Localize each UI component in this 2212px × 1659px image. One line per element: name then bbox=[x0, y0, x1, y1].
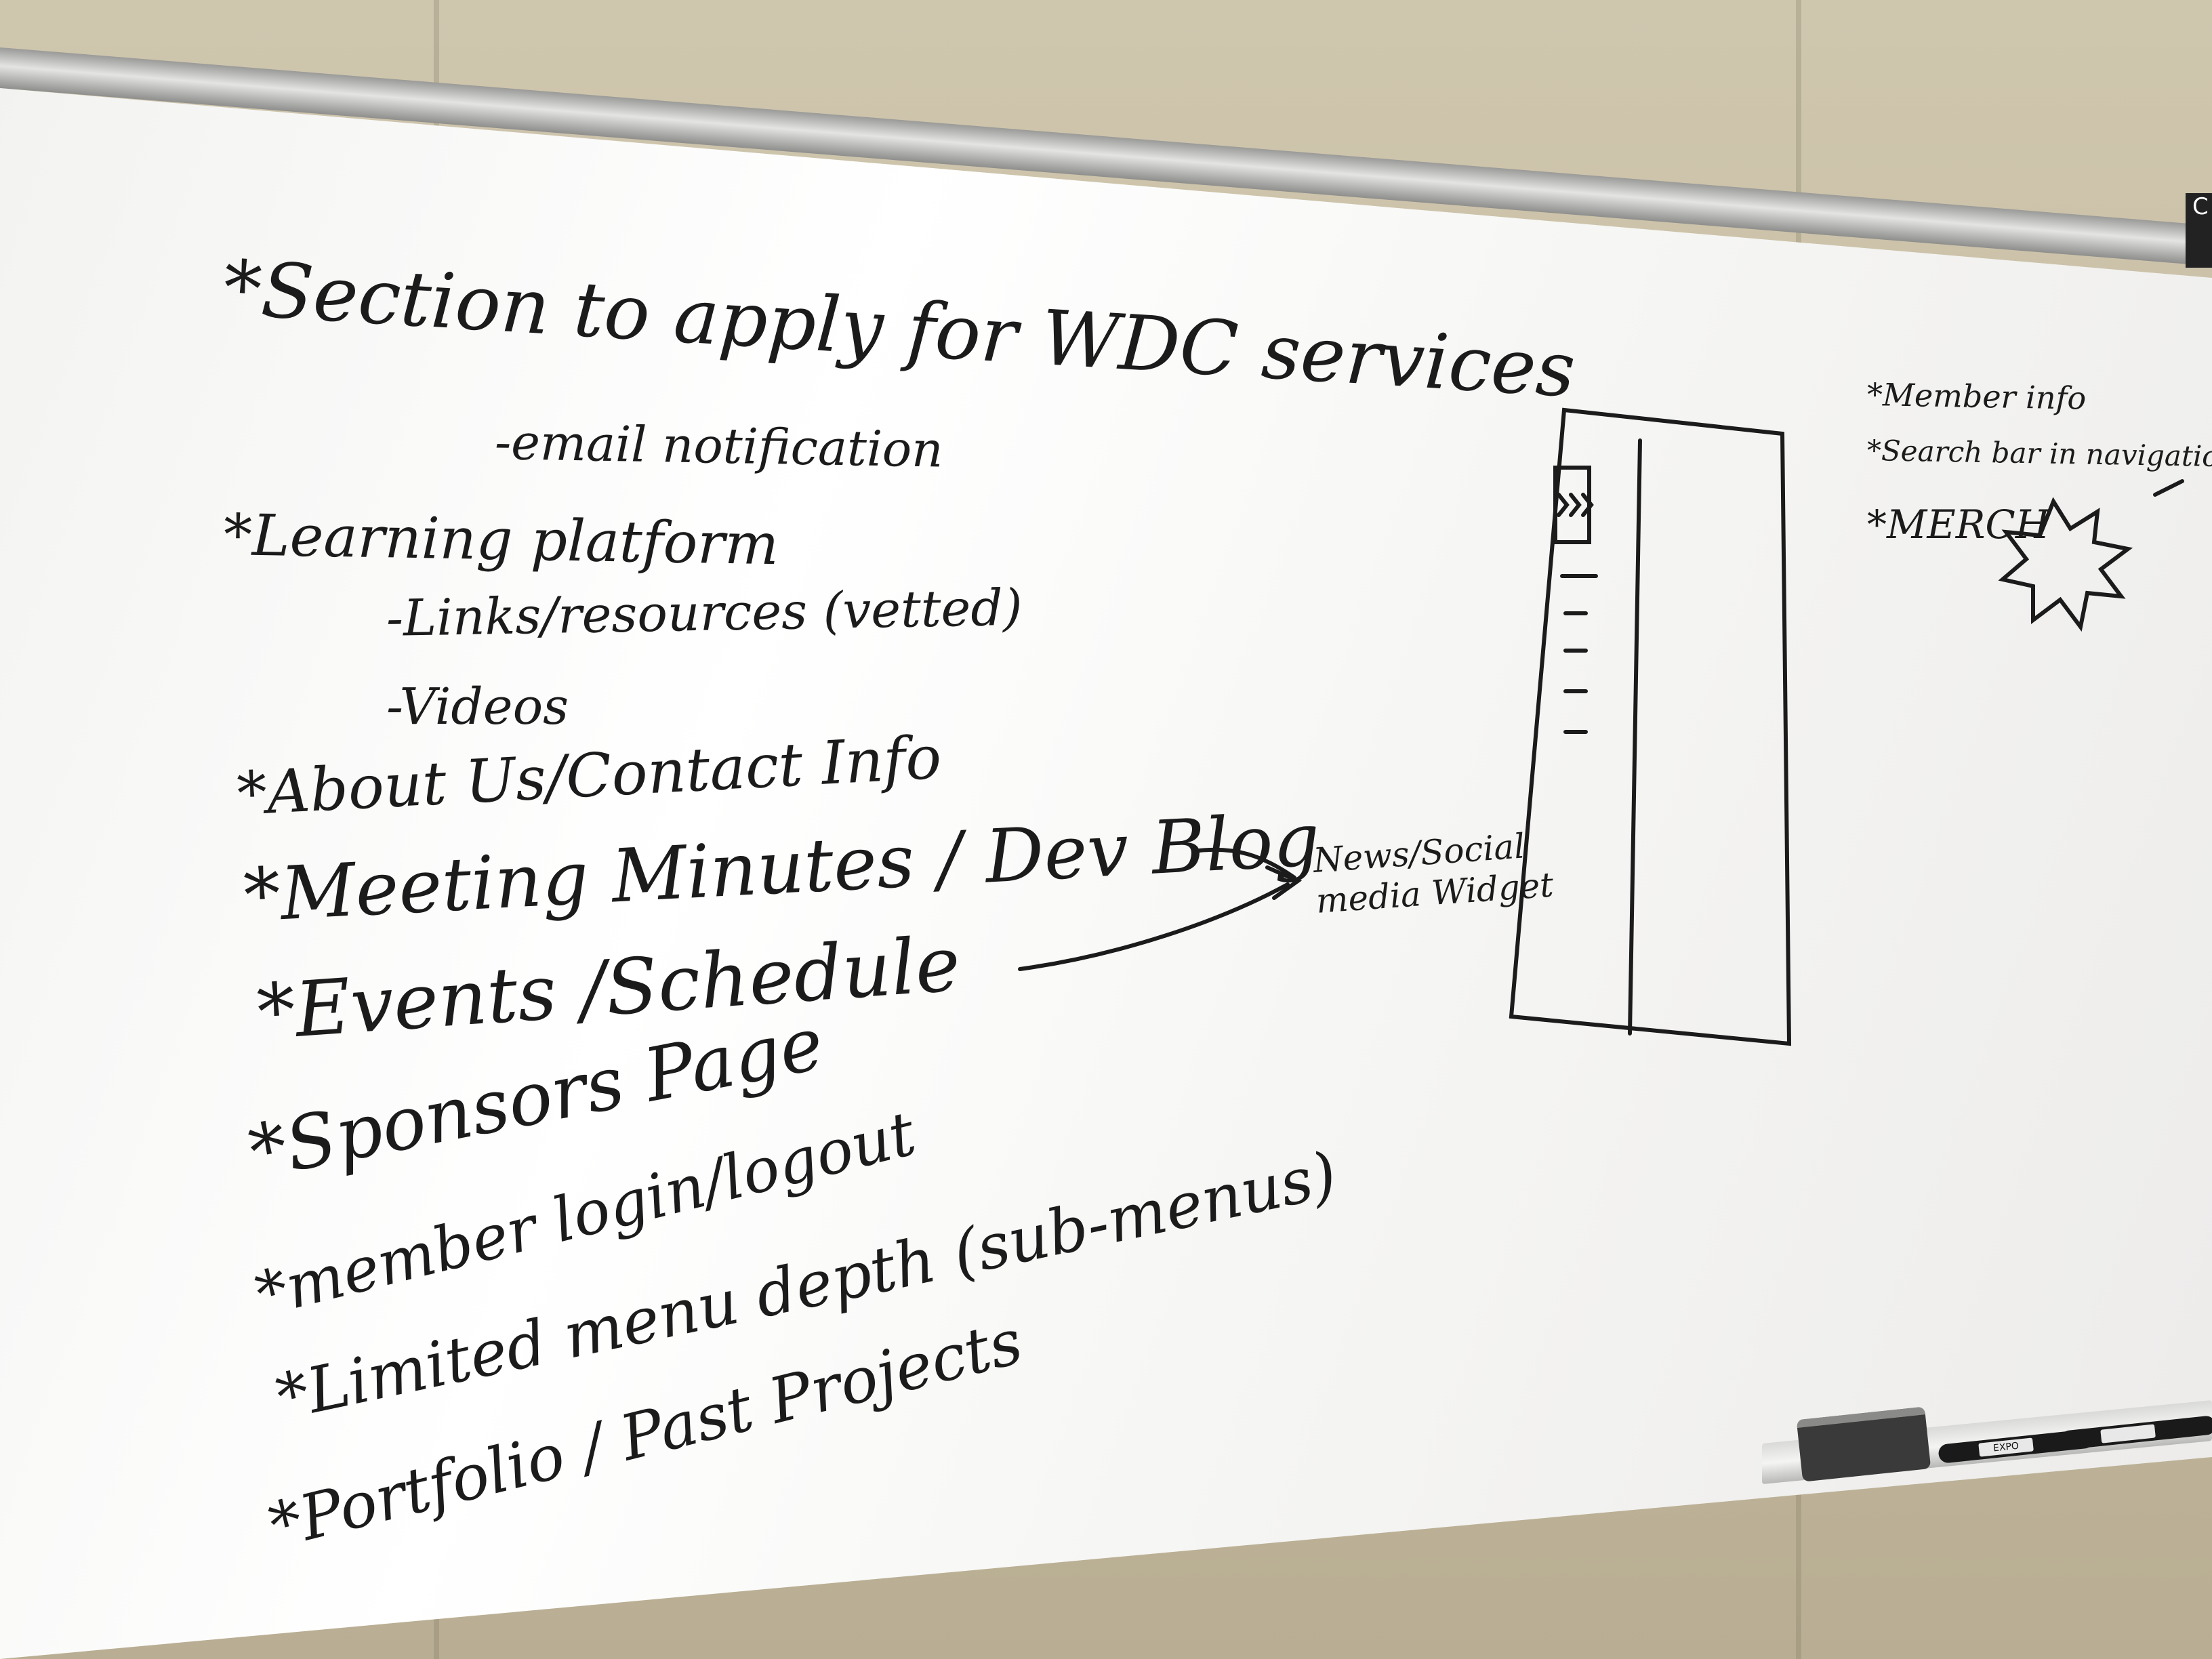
arrow-from-meeting-minutes bbox=[1018, 882, 1290, 971]
marker-band bbox=[2100, 1424, 2156, 1443]
merch-line bbox=[2153, 479, 2184, 497]
arrow-head bbox=[1265, 865, 1303, 900]
note-text: *MERCH bbox=[1867, 501, 2050, 548]
arrow-to-widget bbox=[1197, 847, 1296, 880]
wireframe-column-divider bbox=[1628, 438, 1642, 1036]
marker-label: EXPO bbox=[1978, 1437, 2034, 1457]
room-sign: C bbox=[2186, 193, 2212, 268]
merch-burst-icon bbox=[1998, 497, 2133, 632]
room-sign-letter: C bbox=[2192, 193, 2209, 220]
chevrons-icon bbox=[1557, 493, 1594, 517]
side-note-merch: *MERCH bbox=[1867, 501, 2049, 548]
note-videos: -Videos bbox=[386, 678, 569, 736]
note-text: -Videos bbox=[386, 678, 569, 736]
wireframe-menu-box bbox=[1553, 466, 1591, 544]
wireframe-page bbox=[1509, 407, 1792, 1046]
wireframe-menu-lines bbox=[1560, 574, 1598, 734]
